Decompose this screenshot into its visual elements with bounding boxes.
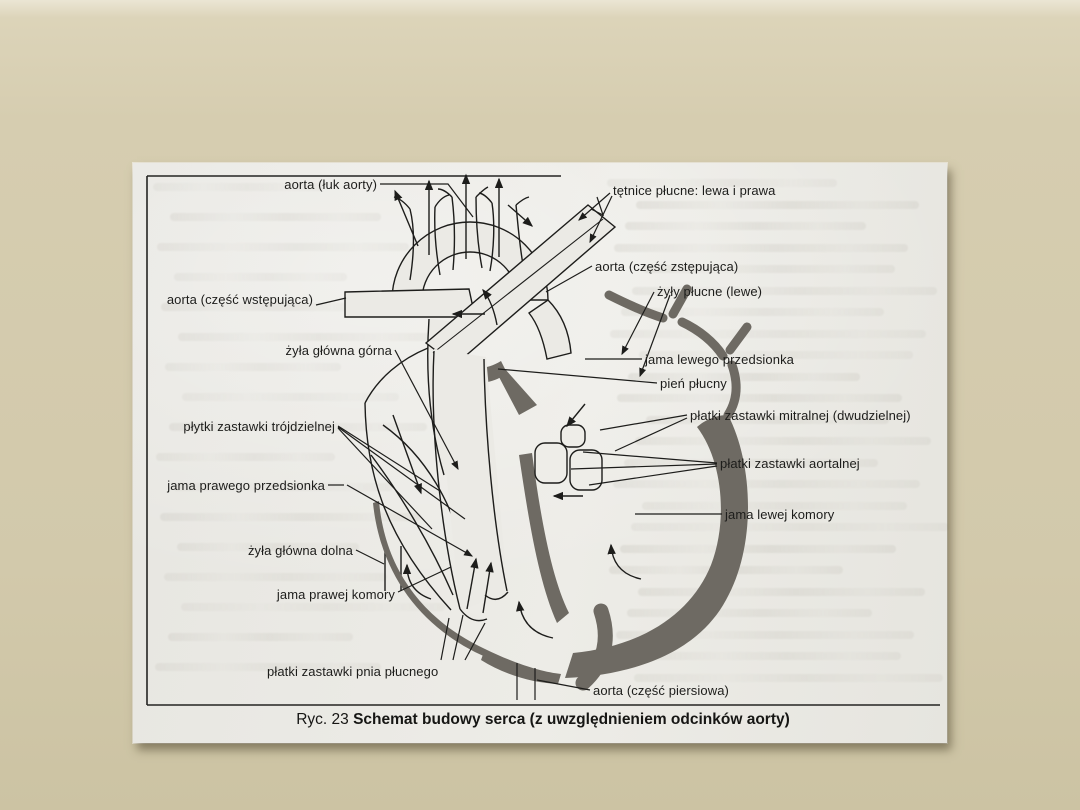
figure-number: Ryc. 23	[296, 711, 349, 728]
label-jama-prawej-komory: jama prawej komory	[276, 587, 395, 602]
descending-aorta	[527, 299, 572, 360]
scanned-book-page: aorta (łuk aorty) aorta (część wstępując…	[133, 163, 949, 743]
label-jama-lewego-przedsionka: jama lewego przedsionka	[645, 352, 794, 367]
label-zyly-plucne: żyły płucne (lewe)	[657, 284, 763, 299]
label-pien-plucny: pień płucny	[660, 376, 727, 391]
label-jama-lewej-komory: jama lewej komory	[725, 507, 835, 522]
arch-branches	[393, 186, 530, 281]
label-aorta-czesc-wstepujaca: aorta (część wstępująca)	[166, 292, 313, 307]
label-aorta-czesc-zstepujaca: aorta (część zstępująca)	[595, 259, 739, 274]
label-zastawka-mitralna: płatki zastawki mitralnej (dwudzielnej)	[690, 408, 911, 423]
label-zyla-glowna-gorna: żyła główna górna	[285, 343, 392, 358]
thoracic-aorta	[575, 603, 613, 691]
valve-leaflets	[534, 424, 603, 491]
label-zastawka-trojdzielna: płytki zastawki trójdzielnej	[183, 419, 335, 434]
leader-lines	[315, 183, 722, 700]
label-zastawka-aortalna: płatki zastawki aortalnej	[720, 456, 860, 471]
figure-frame	[146, 175, 940, 706]
heart-diagram	[146, 173, 940, 706]
ascending-aorta	[344, 288, 476, 318]
figure-caption: Ryc. 23 Schemat budowy serca (z uwzględn…	[283, 711, 803, 729]
aortic-arch	[391, 221, 549, 301]
pulmonary-trunk	[432, 349, 509, 622]
label-zyla-glowna-dolna: żyła główna dolna	[247, 543, 353, 558]
flow-arrows	[392, 173, 642, 639]
label-jama-prawego-przedsionka: jama prawego przedsionka	[167, 478, 325, 493]
figure-title: Schemat budowy serca (z uwzględnieniem o…	[353, 711, 790, 728]
label-tetnice-plucne: tętnice płucne: lewa i prawa	[613, 183, 776, 198]
label-aorta-luk-aorty: aorta (łuk aorty)	[284, 177, 377, 192]
label-zastawka-pnia-plucnego: płatki zastawki pnia płucnego	[267, 664, 439, 679]
label-aorta-czesc-piersiowa: aorta (część piersiowa)	[593, 683, 729, 698]
